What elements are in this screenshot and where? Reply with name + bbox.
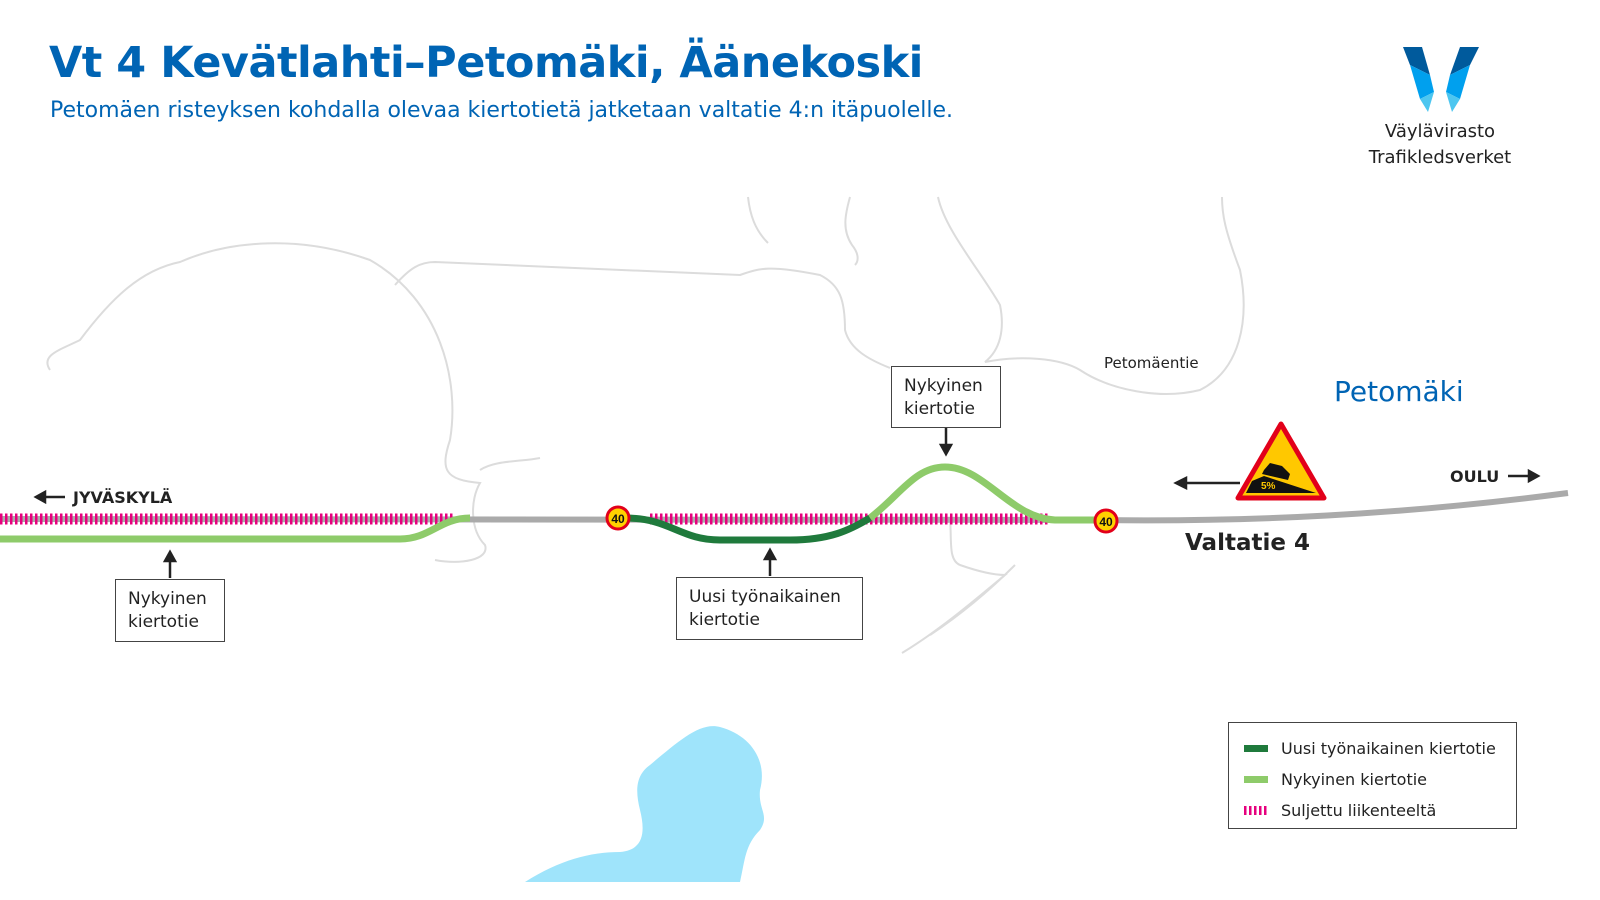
- current-detour-east: [867, 463, 1100, 524]
- callout-line: kiertotie: [689, 610, 760, 630]
- new-detour: [624, 514, 872, 544]
- logo-line-2: Trafikledsverket: [1368, 147, 1512, 168]
- callout-new-detour: Uusi työnaikainen kiertotie: [676, 577, 863, 640]
- callout-line: Uusi työnaikainen: [689, 587, 841, 607]
- arrows: [33, 428, 1541, 578]
- grade-text: 5%: [1261, 481, 1276, 492]
- callout-line: kiertotie: [128, 612, 199, 632]
- callout-line: Nykyinen: [128, 589, 207, 609]
- callout-current-detour-east: Nykyinen kiertotie: [891, 366, 1001, 428]
- legend-swatch: [1244, 776, 1268, 783]
- minor-roads: [46, 196, 1245, 654]
- lake: [525, 726, 765, 882]
- speed-limit-text: 40: [1099, 515, 1113, 529]
- page-subtitle: Petomäen risteyksen kohdalla olevaa kier…: [50, 98, 953, 123]
- speed-limit-sign-icon: 40: [605, 505, 631, 531]
- callout-line: kiertotie: [904, 399, 975, 419]
- legend-item-closed: Suljettu liikenteeltä: [1244, 795, 1516, 826]
- steep-descent-warning-icon: 5%: [1235, 421, 1327, 501]
- callout-current-detour-west: Nykyinen kiertotie: [115, 579, 225, 642]
- legend-label: Uusi työnaikainen kiertotie: [1281, 739, 1496, 758]
- vaylavirasto-logo: [1403, 47, 1479, 112]
- legend-swatch: [1244, 806, 1268, 815]
- legend: Uusi työnaikainen kiertotie Nykyinen kie…: [1228, 722, 1517, 829]
- legend-swatch: [1244, 745, 1268, 752]
- logo-line-1: Väylävirasto: [1384, 121, 1496, 142]
- place-label-petomaki: Petomäki: [1334, 375, 1464, 408]
- highway-label: Valtatie 4: [1185, 530, 1310, 556]
- callout-line: Nykyinen: [904, 376, 983, 396]
- current-detour-west: [0, 514, 471, 543]
- legend-label: Nykyinen kiertotie: [1281, 770, 1428, 789]
- highway-valtatie-4: [0, 490, 1569, 524]
- legend-item-current-detour: Nykyinen kiertotie: [1244, 764, 1516, 795]
- page-title: Vt 4 Kevätlahti–Petomäki, Äänekoski: [49, 38, 923, 88]
- road-label-petomaentie: Petomäentie: [1104, 354, 1199, 372]
- speed-limit-text: 40: [611, 512, 625, 526]
- direction-jyvaskyla: JYVÄSKYLÄ: [73, 488, 173, 507]
- speed-limit-sign-icon: 40: [1093, 508, 1119, 534]
- legend-item-new-detour: Uusi työnaikainen kiertotie: [1244, 733, 1516, 764]
- direction-oulu: OULU: [1450, 467, 1500, 486]
- legend-label: Suljettu liikenteeltä: [1281, 801, 1437, 820]
- logo: Väylävirasto Trafikledsverket: [1360, 45, 1520, 171]
